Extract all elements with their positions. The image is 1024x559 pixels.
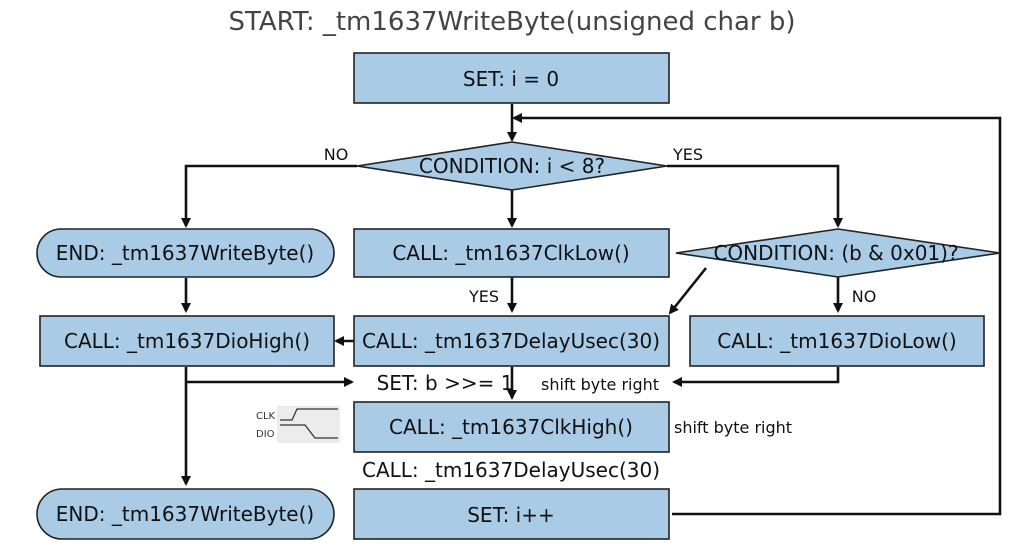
edge-condb-to-delay [668, 267, 708, 315]
call-dio-low-label: CALL: _tm1637DioLow() [717, 329, 956, 353]
condition-i-lt-8-label: CONDITION: i < 8? [419, 154, 605, 178]
call-delay-2-label: CALL: _tm1637DelayUsec(30) [362, 458, 660, 482]
edge-cond-yes [667, 164, 843, 228]
timing-clk-label: CLK [256, 411, 276, 422]
timing-dio-label: DIO [256, 429, 275, 440]
set-i-zero-label: SET: i = 0 [463, 67, 559, 91]
timing-clk-waveform [280, 408, 338, 421]
condition-b-and-1-label: CONDITION: (b & 0x01)? [713, 241, 958, 265]
edge-cond-no [181, 164, 357, 228]
shift-note-1: shift byte right [541, 375, 659, 394]
call-clk-low-box [353, 228, 670, 278]
end-top-label: END: _tm1637WriteByte() [56, 241, 314, 265]
condition-b-and-1-diamond [675, 228, 1001, 278]
edge-diolow-to-shift [672, 367, 840, 387]
call-dio-low-box [689, 315, 985, 367]
label-yes-right: YES [672, 145, 703, 164]
set-i-inc-label: SET: i++ [467, 503, 555, 527]
set-i-zero-box [353, 52, 670, 104]
call-clk-high-box [353, 401, 670, 453]
call-dio-high-box [39, 315, 335, 367]
call-clk-high-label: CALL: _tm1637ClkHigh() [389, 415, 633, 439]
call-dio-high-label: CALL: _tm1637DioHigh() [64, 329, 310, 353]
call-clk-low-label: CALL: _tm1637ClkLow() [392, 241, 629, 265]
label-no-right: NO [852, 287, 877, 306]
timing-dio-waveform [280, 424, 338, 439]
end-bottom-label: END: _tm1637WriteByte() [56, 502, 314, 526]
diagram-title: START: _tm1637WriteByte(unsigned char b) [228, 7, 795, 37]
end-bottom-terminal [36, 488, 335, 540]
condition-i-lt-8-diamond [356, 141, 668, 191]
end-top-terminal [36, 228, 335, 278]
call-delay-1-label: CALL: _tm1637DelayUsec(30) [362, 329, 660, 353]
label-yes-mid: YES [468, 287, 499, 306]
timing-diagram: CLK DIO [256, 406, 340, 443]
edge-loop-back [512, 113, 1002, 516]
set-i-inc-box [353, 488, 670, 540]
shift-note-2: shift byte right [674, 418, 792, 437]
set-b-shift-label: SET: b >>= 1 [377, 371, 514, 395]
call-delay-1-box [353, 315, 670, 367]
edges [181, 104, 1002, 516]
label-no-left: NO [324, 145, 349, 164]
